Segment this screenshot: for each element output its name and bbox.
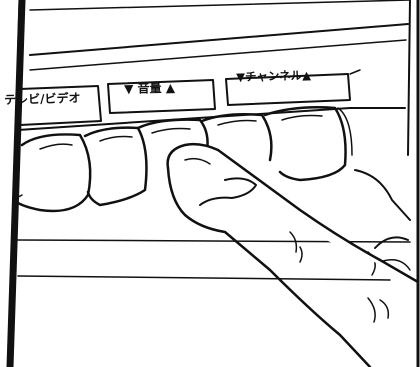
label-tv-video: テレビ/ビデオ — [3, 91, 81, 107]
device-frame — [6, 0, 420, 367]
label-volume: ▼ 音量 ▲ — [123, 80, 176, 96]
label-strip — [19, 69, 361, 126]
pointing-finger-icon — [166, 142, 420, 367]
label-channel: ▼チャンネル▲ — [235, 68, 312, 84]
button-housing — [17, 107, 406, 131]
button-row — [12, 106, 353, 213]
